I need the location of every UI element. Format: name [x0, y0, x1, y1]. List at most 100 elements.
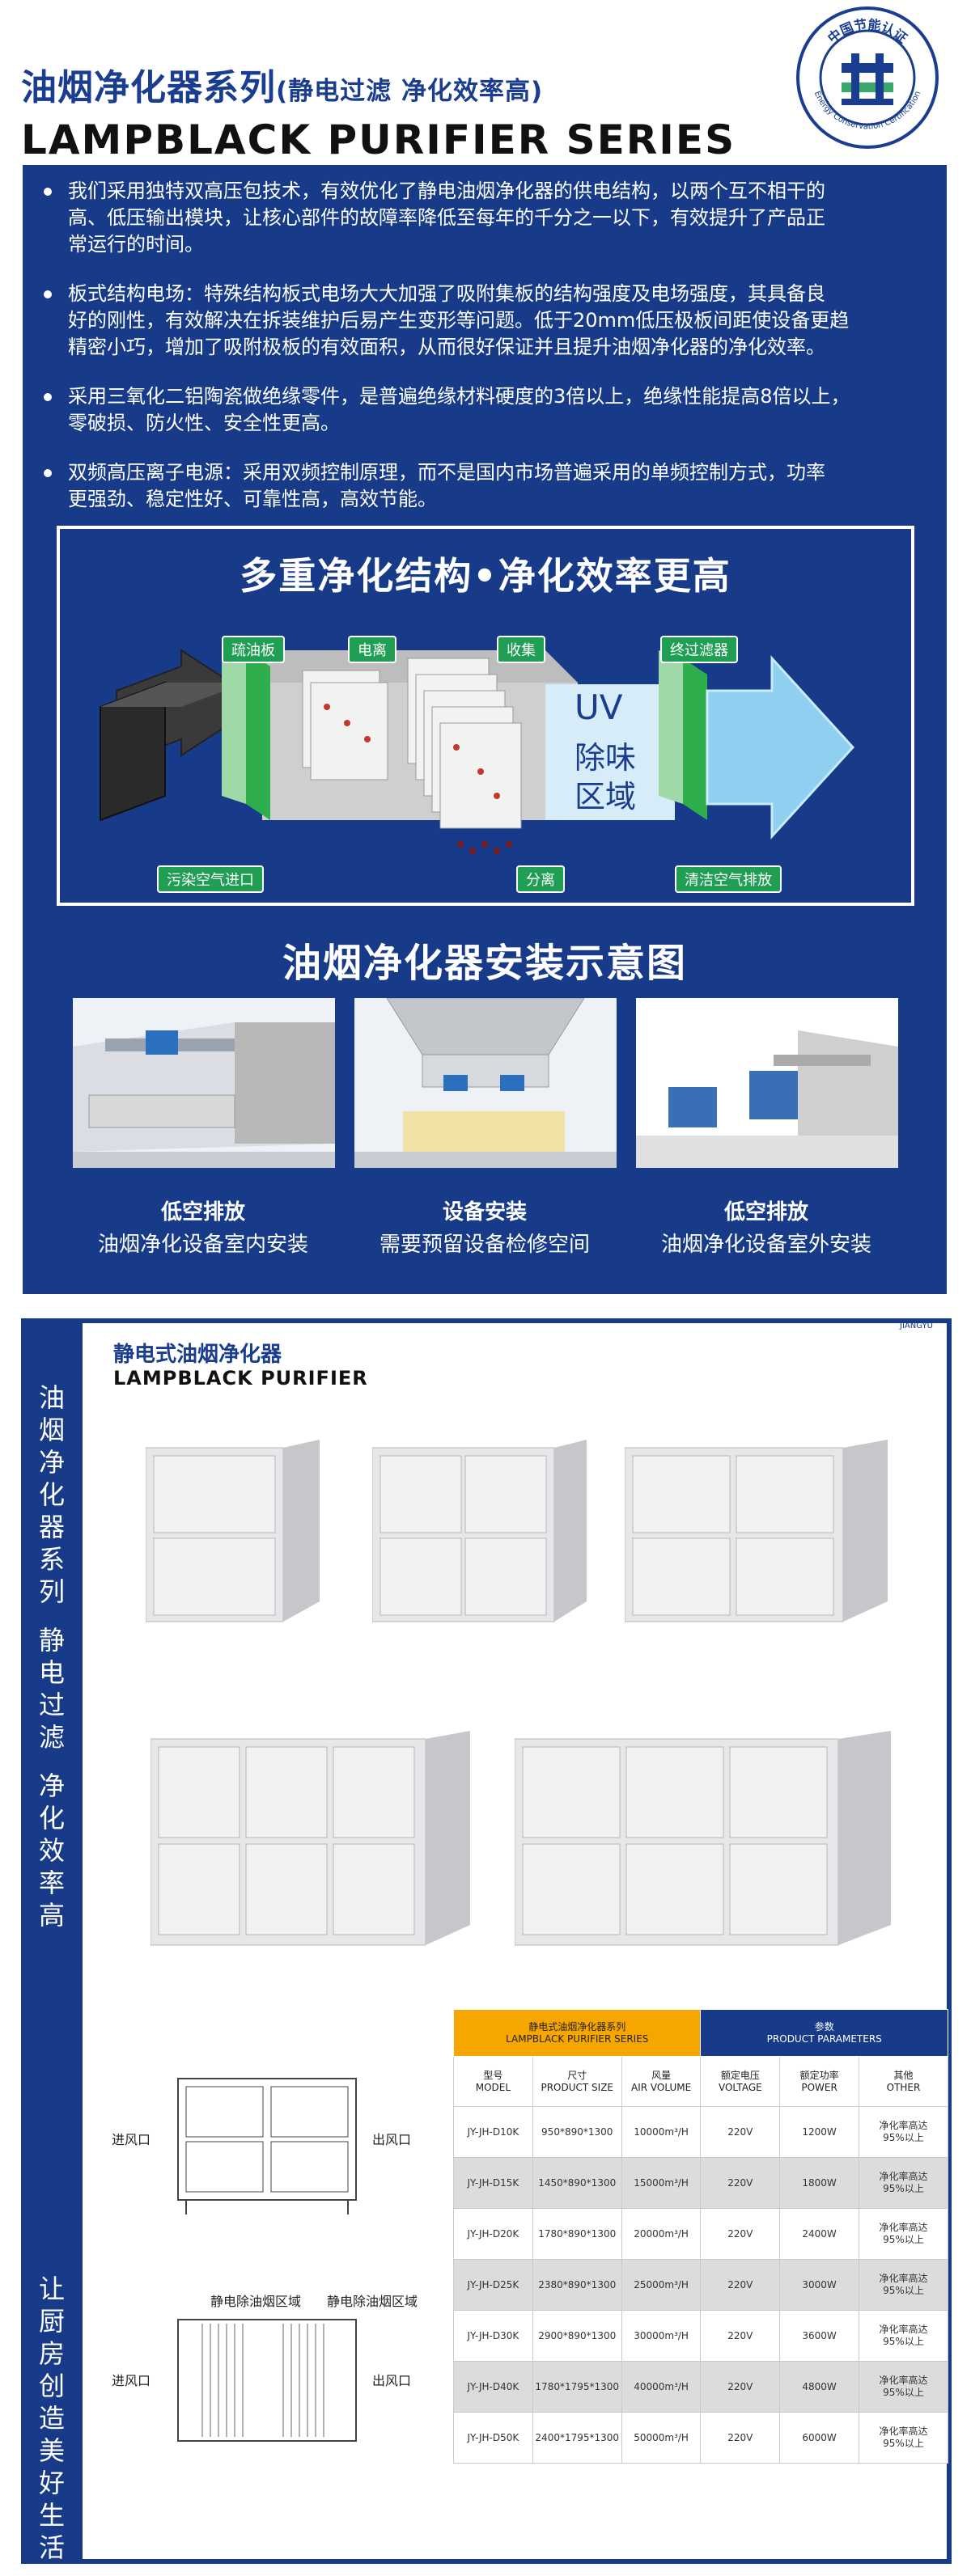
table-cell: 950*890*1300	[532, 2106, 622, 2158]
product-image-6-door-wide	[515, 1731, 891, 1946]
table-cell: JY-JH-D10K	[453, 2106, 533, 2158]
table-cell: 3000W	[779, 2259, 859, 2311]
intro-section: 油烟净化器系列(静电过滤 净化效率高) LAMPBLACK PURIFIER S…	[21, 6, 947, 1294]
column-header-cn: 型号	[483, 2069, 503, 2081]
uv-label: UV	[575, 687, 623, 727]
sidebar-text-bottom: 让厨房创造美好生活	[21, 2273, 83, 2564]
page-title-cn: 油烟净化器系列(静电过滤 净化效率高)	[21, 58, 736, 110]
tag-dianli: 电离	[348, 636, 396, 663]
column-header-en: OTHER	[886, 2081, 921, 2093]
table-params-header: 参数 PRODUCT PARAMETERS	[700, 2009, 948, 2057]
sidebar-char: 生	[38, 2500, 65, 2531]
sidebar-text-top: 油烟净化器系列静电过滤净化效率高	[21, 1381, 83, 1931]
sidebar-char: 活	[38, 2532, 65, 2563]
feature-item: 采用三氧化二铝陶瓷做绝缘零件，是普遍绝缘材料硬度的3倍以上，绝缘性能提高8倍以上…	[36, 383, 942, 437]
params-cn: 参数	[814, 2020, 834, 2032]
table-cell: 净化率高达 95%以上	[858, 2208, 949, 2260]
table-cell: JY-JH-D30K	[453, 2310, 533, 2362]
top-view-drawing	[177, 2319, 357, 2442]
brand-logo: JIANGYU	[900, 1322, 933, 1330]
table-cell: JY-JH-D50K	[453, 2412, 533, 2464]
drawing-zone-label-2: 静电除油烟区域	[327, 2294, 418, 2309]
product-image-2-door	[146, 1440, 320, 1622]
table-cell: 220V	[700, 2259, 781, 2311]
table-cell: 1200W	[779, 2106, 859, 2158]
sidebar-char	[21, 1753, 83, 1770]
table-cell: 1800W	[779, 2157, 859, 2209]
column-header-en: VOLTAGE	[718, 2081, 762, 2093]
table-cell: 净化率高达 95%以上	[858, 2157, 949, 2209]
sidebar-char	[21, 1608, 83, 1624]
drawing-outlet-label-1: 出风口	[372, 2132, 412, 2147]
drawing-inlet-label-1: 进风口	[112, 2132, 151, 2147]
column-header-en: AIR VOLUME	[631, 2081, 692, 2093]
diagram-illustration	[100, 642, 855, 854]
sidebar-char: 油	[38, 1382, 65, 1413]
sidebar-char: 让	[38, 2274, 65, 2304]
sidebar-char: 系	[38, 1544, 65, 1575]
table-cell: 25000m³/H	[621, 2259, 702, 2311]
table-cell: JY-JH-D20K	[453, 2208, 533, 2260]
table-cell: 2400W	[779, 2208, 859, 2260]
column-header-en: PRODUCT SIZE	[541, 2081, 613, 2093]
table-cell: 220V	[700, 2157, 781, 2209]
install-caption-1: 油烟净化设备室内安装	[97, 1233, 308, 1257]
title-cn-main: 油烟净化器系列	[21, 67, 276, 108]
product-image-6-door	[151, 1731, 470, 1946]
uv-sub1: 除味	[575, 740, 637, 776]
product-image-4-door-wide	[625, 1440, 888, 1622]
product-title-en: LAMPBLACK PURIFIER	[113, 1367, 368, 1390]
table-cell: 净化率高达 95%以上	[858, 2412, 949, 2464]
uv-sub2: 区域	[575, 779, 637, 814]
tag-shuyou: 疏油板	[222, 636, 285, 663]
column-header-en: POWER	[801, 2081, 837, 2093]
sidebar-char: 化	[38, 1803, 65, 1834]
product-sidebar: 油烟净化器系列静电过滤净化效率高 让厨房创造美好生活	[21, 1318, 83, 2564]
sidebar-char: 列	[38, 1576, 65, 1607]
sidebar-char: 效	[38, 1835, 65, 1866]
tag-zhongguo: 终过滤器	[660, 636, 738, 663]
feature-list: 我们采用独特双高压包技术，有效优化了静电油烟净化器的供电结构，以两个互不相干的 …	[36, 178, 942, 535]
sidebar-char: 烟	[38, 1415, 65, 1445]
table-cell: 4800W	[779, 2361, 859, 2413]
sidebar-char: 净	[38, 1447, 65, 1478]
table-cell: 220V	[700, 2361, 781, 2413]
series-en: LAMPBLACK PURIFIER SERIES	[506, 2032, 649, 2045]
table-cell: 净化率高达 95%以上	[858, 2259, 949, 2311]
drawing-outlet-label-2: 出风口	[372, 2373, 412, 2388]
sidebar-char: 厨	[38, 2306, 65, 2337]
sidebar-char: 过	[38, 1690, 65, 1720]
sidebar-char: 好	[38, 2468, 65, 2498]
table-cell: 30000m³/H	[621, 2310, 702, 2362]
tag-qingjie: 清洁空气排放	[675, 865, 782, 893]
install-title: 油烟净化器安装示意图	[282, 941, 687, 986]
right-border	[947, 1318, 952, 2564]
column-header-cn: 风量	[651, 2069, 672, 2081]
sidebar-char: 滤	[38, 1722, 65, 1753]
table-cell: JY-JH-D40K	[453, 2361, 533, 2413]
table-cell: 220V	[700, 2310, 781, 2362]
sidebar-char: 房	[38, 2338, 65, 2369]
install-caption-3: 油烟净化设备室外安装	[660, 1233, 871, 1257]
sidebar-char: 率	[38, 1867, 65, 1898]
column-header-cn: 其他	[893, 2069, 914, 2081]
install-caption-2-bold: 设备安装	[442, 1200, 527, 1225]
spec-table: 静电式油烟净化器系列 LAMPBLACK PURIFIER SERIES 参数 …	[452, 2009, 949, 2464]
params-en: PRODUCT PARAMETERS	[766, 2032, 882, 2045]
table-series-header: 静电式油烟净化器系列 LAMPBLACK PURIFIER SERIES	[452, 2009, 702, 2057]
sidebar-char: 电	[38, 1657, 65, 1688]
table-cell: 50000m³/H	[621, 2412, 702, 2464]
series-cn: 静电式油烟净化器系列	[528, 2020, 626, 2032]
title-cn-sub: (静电过滤 净化效率高)	[276, 77, 544, 106]
product-image-4-door	[372, 1440, 587, 1622]
sidebar-char: 造	[38, 2403, 65, 2434]
